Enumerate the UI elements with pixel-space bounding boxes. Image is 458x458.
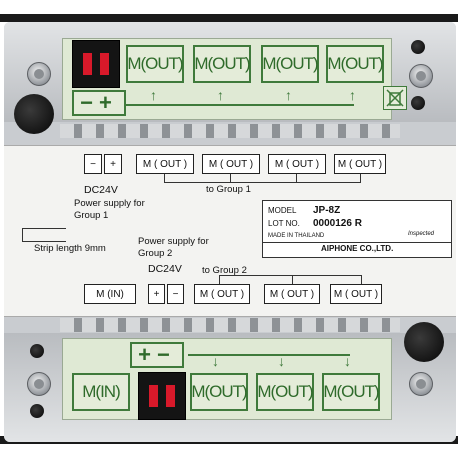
to-group1-text: to Group 1 <box>206 184 251 195</box>
to-group2-text: to Group 2 <box>202 265 247 276</box>
top-mounting-tab <box>0 14 458 22</box>
dc24v-bottom: DC24V <box>148 263 182 275</box>
up-arrow-icon: ↑ <box>349 87 356 103</box>
label-top-out-1: M ( OUT ) <box>136 154 194 174</box>
lot-value: 0000126 R <box>313 218 362 229</box>
strip-length-text: Strip length 9mm <box>34 243 106 254</box>
bottom-left-screw-icon <box>27 372 51 396</box>
top-power-connector[interactable] <box>72 40 120 88</box>
top-signal-line <box>126 104 354 106</box>
top-vent-ridges <box>60 124 400 138</box>
bottom-signal-line <box>188 354 350 356</box>
bottom-power-connector[interactable] <box>138 372 186 420</box>
top-output-terminal-1[interactable]: M(OUT) <box>126 45 184 83</box>
bottom-output-terminal-3[interactable]: M(OUT) <box>322 373 380 411</box>
top-left-screw-icon <box>27 62 51 86</box>
bottom-vent-ridges <box>60 318 400 332</box>
top-output-terminal-4[interactable]: M(OUT) <box>326 45 384 83</box>
label-bottom-minus-box: − <box>167 284 184 304</box>
lot-label: LOT NO. <box>268 219 300 228</box>
brand-text: AIPHONE CO.,LTD. <box>321 244 394 253</box>
inspected-text: Inspected <box>408 231 435 237</box>
up-arrow-icon: ↑ <box>217 87 224 103</box>
label-bottom-plus-box: + <box>148 284 165 304</box>
label-bottom-out-1: M ( OUT ) <box>194 284 250 304</box>
up-arrow-icon: ↑ <box>285 87 292 103</box>
model-info-box: MODEL JP-8Z LOT NO. 0000126 R MADE IN TH… <box>262 200 452 258</box>
top-right-small-hole-2 <box>411 96 425 110</box>
made-in-text: MADE IN THAILAND <box>268 233 325 239</box>
bottom-left-small-hole <box>30 344 44 358</box>
bottom-right-mounting-hole <box>404 322 444 362</box>
model-value: JP-8Z <box>313 205 341 216</box>
bottom-output-terminal-2[interactable]: M(OUT) <box>256 373 314 411</box>
up-arrow-icon: ↑ <box>150 87 157 103</box>
down-arrow-icon: ↓ <box>344 353 351 369</box>
top-power-terminal[interactable]: −+ <box>72 90 126 116</box>
group2-text: Group 2 <box>138 248 173 259</box>
label-top-out-2: M ( OUT ) <box>202 154 260 174</box>
label-top-out-3: M ( OUT ) <box>268 154 326 174</box>
top-right-screw-icon <box>409 64 433 88</box>
bottom-power-terminal[interactable]: +− <box>130 342 184 368</box>
bottom-output-terminal-1[interactable]: M(OUT) <box>190 373 248 411</box>
down-arrow-icon: ↓ <box>212 353 219 369</box>
label-bottom-out-3: M ( OUT ) <box>330 284 382 304</box>
top-output-terminal-3[interactable]: M(OUT) <box>261 45 319 83</box>
label-bottom-in: M (IN) <box>84 284 136 304</box>
group1-text: Group 1 <box>74 210 109 221</box>
bottom-left-small-hole-2 <box>30 404 44 418</box>
power-supply-group1-text: Power supply for <box>74 198 145 209</box>
weee-bin-icon <box>383 86 407 110</box>
label-minus-box: − <box>84 154 102 174</box>
label-plus-box: + <box>104 154 122 174</box>
dc24v-top: DC24V <box>84 184 118 196</box>
bottom-right-screw-icon <box>409 372 433 396</box>
power-supply-group2-text: Power supply for <box>138 236 209 247</box>
down-arrow-icon: ↓ <box>278 353 285 369</box>
label-bottom-out-2: M ( OUT ) <box>264 284 320 304</box>
top-right-small-hole <box>411 40 425 54</box>
top-output-terminal-2[interactable]: M(OUT) <box>193 45 251 83</box>
label-top-out-4: M ( OUT ) <box>334 154 386 174</box>
top-left-mounting-hole <box>14 94 54 134</box>
bottom-input-terminal[interactable]: M(IN) <box>72 373 130 411</box>
model-label: MODEL <box>268 206 297 215</box>
